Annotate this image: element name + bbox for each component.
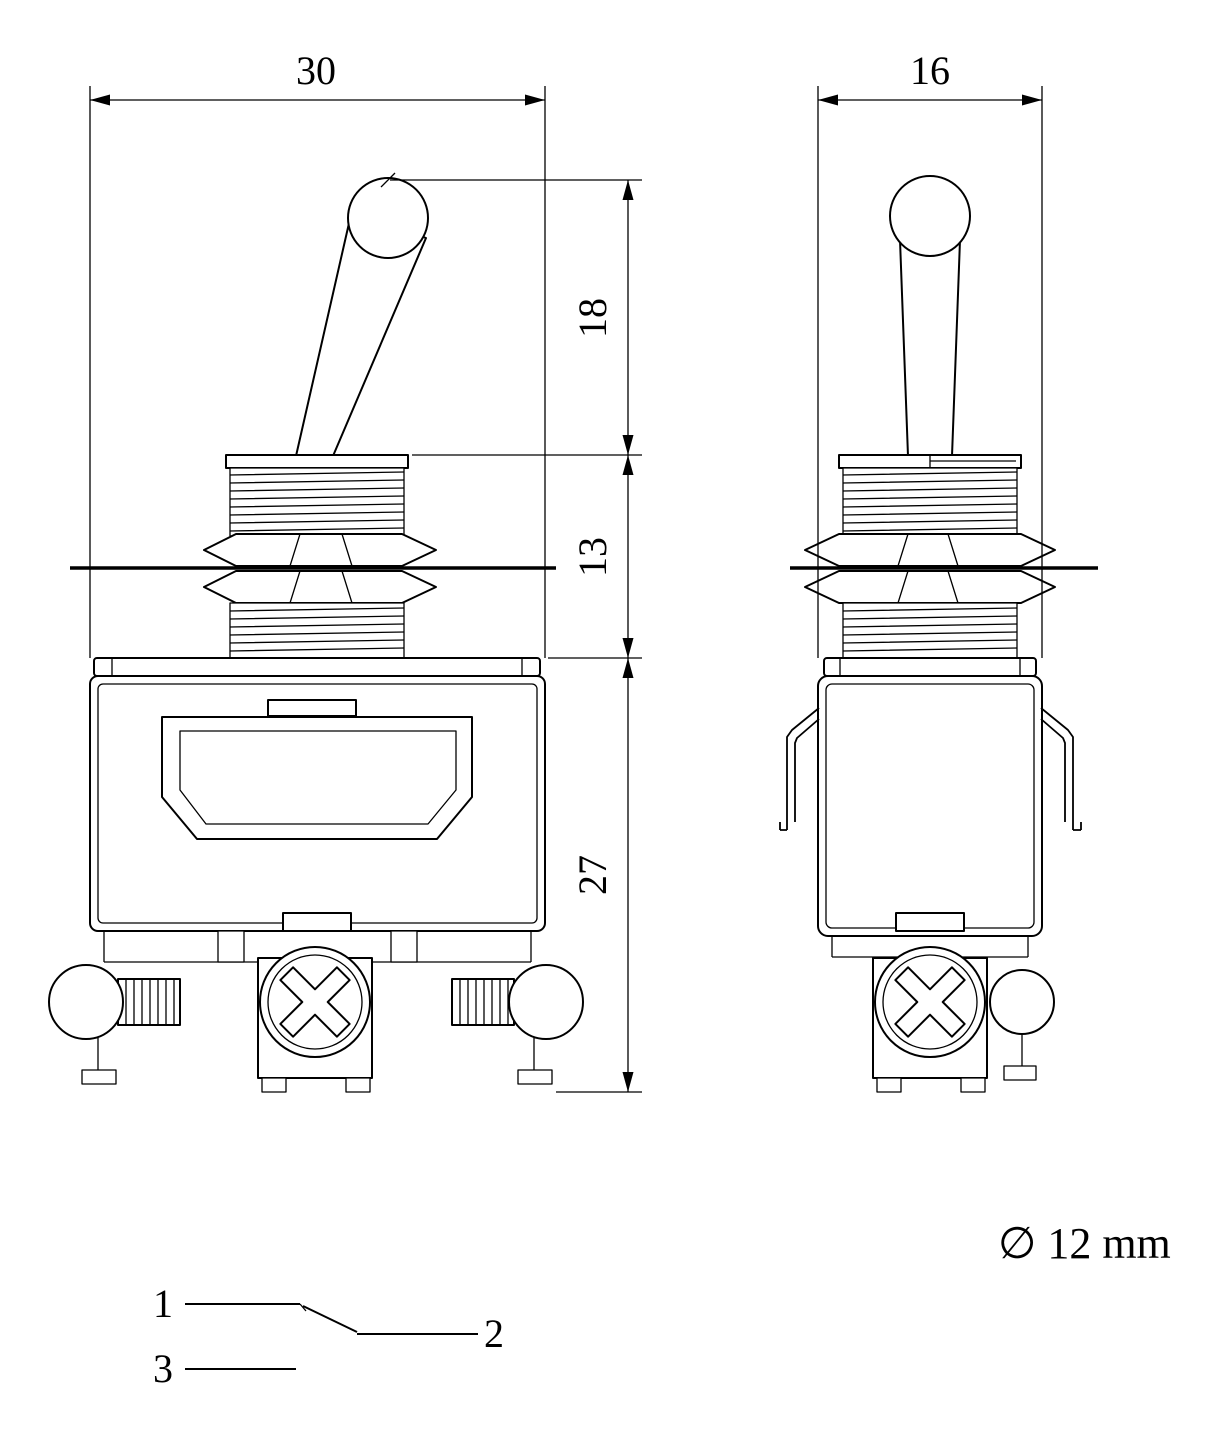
front-view: [48, 172, 584, 1093]
schematic-switch-blade: [302, 1305, 358, 1333]
dimension-front-width: 30: [89, 48, 546, 658]
side-left-lug: [779, 707, 820, 831]
dimensions: 30 16 18 13 27 ∅ 12 mm: [89, 48, 1171, 1268]
diameter-note: ∅ 12 mm: [998, 1219, 1171, 1268]
front-right-screw-head: [508, 964, 584, 1040]
dim-bushing-height-label: 13: [570, 537, 615, 577]
side-bushing-threads-upper: [838, 454, 1022, 537]
schematic-terminal-2-label: 2: [484, 1311, 504, 1356]
schematic: 1 2 3: [153, 1281, 504, 1391]
front-right-screw-shaft: [451, 978, 515, 1026]
dimension-vertical-chain: 18 13 27: [390, 179, 642, 1093]
front-body: [89, 657, 546, 963]
schematic-terminal-1-label: 1: [153, 1281, 173, 1326]
dimension-side-width: 16: [817, 48, 1043, 658]
side-right-lug: [1040, 707, 1082, 831]
side-bushing-threads-lower: [842, 602, 1018, 659]
front-lever-tip-tick: [380, 172, 396, 188]
front-bushing-threads-lower: [229, 602, 405, 659]
side-terminals: [872, 946, 1055, 1093]
front-terminals: [48, 946, 584, 1093]
front-hex-nut-lower: [203, 570, 437, 604]
dim-body-height-label: 27: [570, 855, 615, 895]
schematic-contact-tick: [299, 1303, 307, 1312]
side-hex-nut-lower: [804, 570, 1056, 604]
front-body-recess-outer: [161, 716, 473, 840]
side-bushing-keyway: [929, 455, 1016, 468]
side-lever-ball: [889, 175, 971, 257]
side-rear-screw-head: [989, 969, 1055, 1035]
front-left-screw-shaft: [117, 978, 181, 1026]
front-lever: [295, 172, 429, 457]
schematic-terminal-3-label: 3: [153, 1346, 173, 1391]
side-lever: [889, 175, 971, 457]
side-hex-nut-upper: [804, 533, 1056, 567]
side-solder-lugs: [779, 707, 1082, 831]
dim-width-front-label: 30: [296, 48, 336, 93]
front-left-screw-head: [48, 964, 124, 1040]
front-body-recess-inner: [179, 730, 457, 825]
front-hex-nut-upper: [203, 533, 437, 567]
side-view: [779, 175, 1082, 1093]
front-phillips-cross-icon: [279, 966, 351, 1038]
side-phillips-cross-icon: [894, 966, 966, 1038]
front-bushing-threads-upper: [225, 454, 409, 537]
front-lever-ball: [347, 177, 429, 259]
dim-width-side-label: 16: [910, 48, 950, 93]
side-body: [817, 657, 1043, 958]
dim-lever-height-label: 18: [570, 298, 615, 338]
